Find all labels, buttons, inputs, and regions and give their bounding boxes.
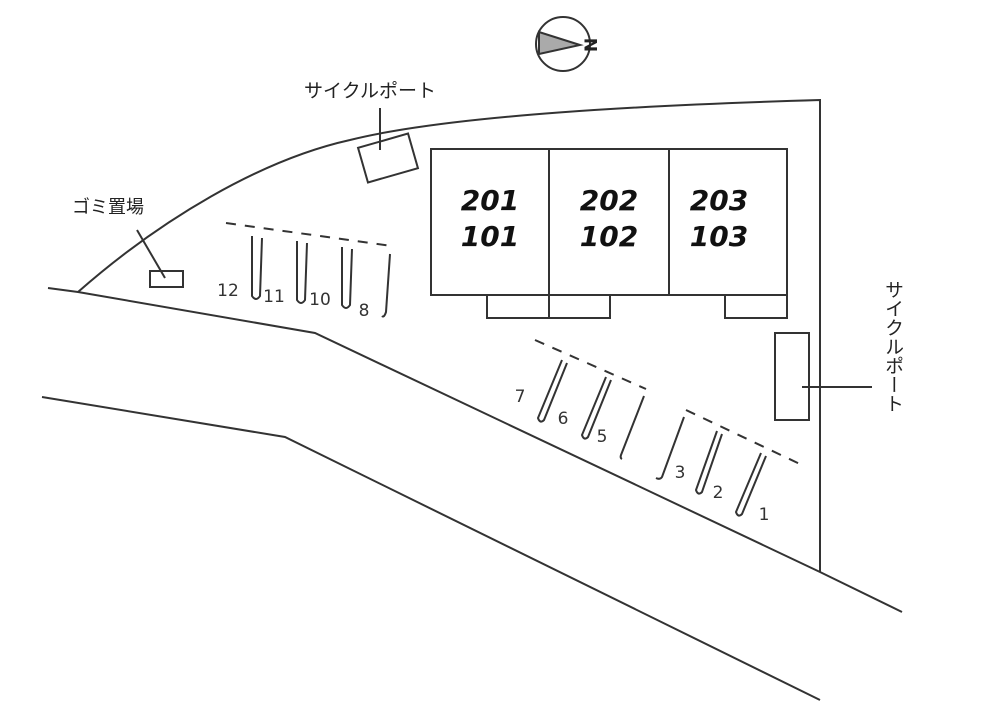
north-arrow-icon bbox=[538, 30, 584, 56]
parking-1: 1 bbox=[759, 505, 770, 525]
unit-102: 102 bbox=[580, 220, 638, 253]
cycle-port-top-label: サイクルポート bbox=[304, 80, 436, 102]
cycle-port-top-box bbox=[356, 132, 420, 184]
compass-letter: N bbox=[582, 38, 602, 52]
site-boundary-top bbox=[77, 98, 821, 572]
cycle-port-right: サイクルポート bbox=[774, 280, 904, 421]
garbage-label: ゴミ置場 bbox=[72, 197, 144, 218]
cycle-port-right-box bbox=[774, 332, 810, 421]
compass-circle bbox=[535, 16, 591, 72]
unit-103: 103 bbox=[690, 220, 748, 253]
unit-203: 203 bbox=[690, 184, 748, 217]
parking-2: 2 bbox=[713, 483, 724, 503]
cycle-port-top: サイクルポート bbox=[304, 80, 436, 184]
unit-202: 202 bbox=[580, 184, 638, 217]
cycle-port-right-label: サイクルポート bbox=[882, 280, 904, 413]
parking-11: 11 bbox=[263, 287, 285, 307]
building: 201 101 202 102 203 103 bbox=[430, 148, 788, 319]
site-boundary-bottom bbox=[47, 287, 903, 613]
parking-right: 7 6 5 3 2 1 bbox=[515, 339, 803, 525]
balcony-3 bbox=[724, 294, 788, 319]
parking-5: 5 bbox=[597, 427, 608, 447]
garbage-area: ゴミ置場 bbox=[72, 197, 184, 288]
parking-12: 12 bbox=[217, 281, 239, 301]
parking-6: 6 bbox=[558, 409, 569, 429]
parking-10: 10 bbox=[309, 290, 331, 310]
parking-3: 3 bbox=[675, 463, 686, 483]
garbage-box bbox=[149, 270, 184, 288]
unit-101: 101 bbox=[461, 220, 519, 253]
compass: N bbox=[535, 16, 602, 72]
unit-201: 201 bbox=[461, 184, 519, 217]
parking-left: 12 11 10 8 bbox=[217, 222, 393, 321]
road-edge bbox=[41, 396, 821, 701]
parking-8: 8 bbox=[359, 301, 370, 321]
parking-7: 7 bbox=[515, 387, 526, 407]
balcony-1 bbox=[486, 294, 611, 319]
